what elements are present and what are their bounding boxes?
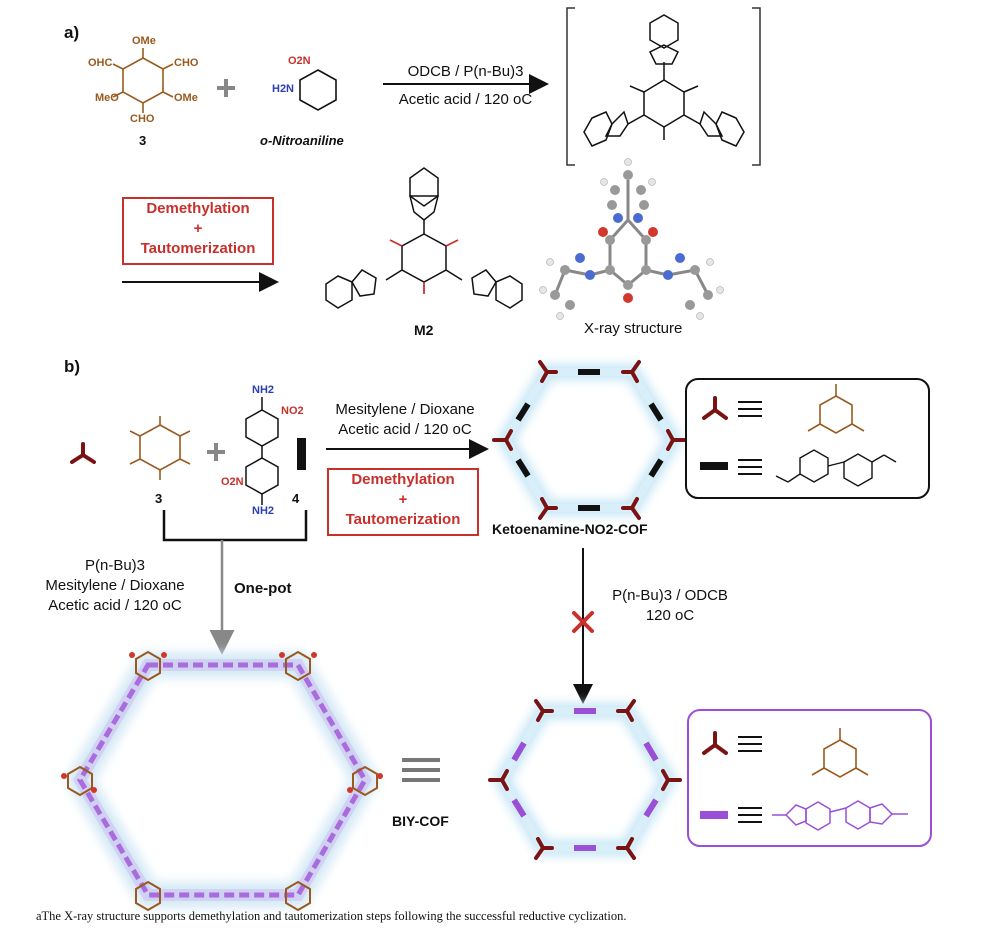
c4-number: 4 [292,491,300,506]
c3a-right: CHO [174,57,199,69]
legend1-tripod-icon [702,396,728,420]
cond-b-2: Acetic acid / 120 oC [338,421,472,438]
compound-3-ring-b [129,416,191,480]
amine-name: o-Nitroaniline [260,133,344,148]
nitroaniline-ring [299,69,337,111]
cof1-hexagon [492,360,687,520]
amine-nh2: H2N [272,83,295,95]
c3a-left: OHC [88,57,113,69]
plus-a [217,79,235,97]
legend-box-1 [685,378,930,499]
panel-b-label: b) [64,357,81,376]
linker-bar-icon [297,438,306,470]
onepot-cond-3: Acetic acid / 120 oC [48,597,182,614]
onepot-cond-2: Mesitylene / Dioxane [45,577,185,594]
cond-a-1: ODCB / P(n-Bu)3 [407,63,524,80]
legend2-equiv-1 [738,736,762,752]
compound-4-structure [245,397,279,505]
c3a-number: 3 [139,133,147,148]
c4-no2-bottom: O2N [221,476,244,488]
c4-no2-top: NO2 [281,405,304,417]
cond-a-2: Acetic acid / 120 oC [398,91,533,108]
box-b-line-2: + [398,491,408,508]
legend2-tripod-icon [702,731,728,755]
intermediate-structure [583,14,745,147]
onepot-label: One-pot [234,580,292,597]
c3a-ome-right: OMe [174,92,198,104]
down-cond-2: 120 oC [645,607,695,624]
cross-icon [572,611,594,633]
tripod-icon-left [70,442,96,464]
legend1-equiv-1 [738,401,762,417]
legend1-linker-structure [775,449,897,487]
cof1-name: Ketoenamine-NO2-COF [492,521,648,537]
equiv-center [402,758,440,782]
m2-carbonyls [389,239,459,294]
c4-nh2-bottom: NH2 [252,505,275,517]
legend1-bar-icon [700,462,728,470]
compound-3-ring-a [112,48,174,113]
c3a-ome-top: OMe [132,35,156,47]
xray-structure [539,158,724,320]
c3b-number: 3 [155,491,163,506]
box-a-line-1: Demethylation [146,200,250,217]
c3a-cho-bottom: CHO [130,113,155,125]
intermediate-bracket [566,7,761,166]
box-demethylation-a: Demethylation + Tautomerization [122,197,274,265]
m2-structure [325,167,523,309]
c4-nh2-top: NH2 [252,384,275,396]
panel-a-label: a) [64,23,80,42]
box-a-line-3: Tautomerization [140,240,256,257]
xray-label: X-ray structure [584,320,683,337]
onepot-connector [162,510,308,542]
down-cond-1: P(n-Bu)3 / ODCB [612,587,728,604]
plus-b [207,443,225,461]
box-b-line-3: Tautomerization [345,511,461,528]
amine-no2: O2N [288,55,311,67]
cond-b-1: Mesitylene / Dioxane [335,401,475,418]
cof2-hexagon [488,699,682,860]
legend2-bar-icon [700,811,728,819]
figure-caption: aThe X-ray structure supports demethylat… [36,909,627,923]
legend2-core-structure [811,728,869,778]
box-b-line-1: Demethylation [351,471,455,488]
c3a-meo: MeO [95,92,119,104]
box-a-line-2: + [193,220,203,237]
box-demethylation-b: Demethylation + Tautomerization [327,468,479,536]
legend2-linker-structure [772,800,908,831]
cof2-name: BIY-COF [392,813,449,829]
legend2-equiv-2 [738,807,762,823]
biy-cof-molecular-ring [61,650,383,912]
m2-label: M2 [414,322,434,338]
onepot-cond-1: P(n-Bu)3 [84,557,146,574]
legend1-core-structure [807,384,865,434]
legend1-equiv-2 [738,459,762,475]
